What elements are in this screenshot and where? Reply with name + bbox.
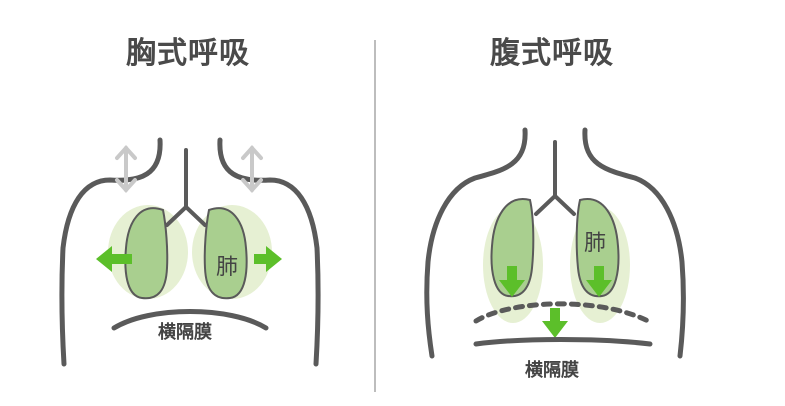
arrow-down-green-icon xyxy=(499,266,525,297)
left-lung xyxy=(490,198,535,298)
arrow-down-green-icon xyxy=(542,308,568,338)
diaphragm-left-panel xyxy=(111,309,269,331)
abdominal-breathing-panel: 肺 横隔膜 xyxy=(424,127,686,381)
lung-label-right-panel: 肺 xyxy=(584,231,606,256)
abdominal-breathing-title: 腹式呼吸 xyxy=(490,36,614,71)
diaphragm-dashed xyxy=(473,301,653,325)
arrow-down-green-icon xyxy=(586,266,612,297)
diaphragm-label-right-panel: 横隔膜 xyxy=(525,359,579,381)
arrow-left-green-icon xyxy=(96,246,132,272)
chest-breathing-title: 胸式呼吸 xyxy=(126,36,250,71)
right-lung xyxy=(203,207,248,300)
right-lung xyxy=(575,198,620,298)
torso-outline-left xyxy=(59,137,163,367)
arrow-up-down-gray-icon xyxy=(115,145,137,193)
arrow-right-green-icon xyxy=(254,246,282,272)
diaphragm-right-panel xyxy=(473,337,653,347)
lung-label-left-panel: 肺 xyxy=(216,255,238,280)
diaphragm-label-left-panel: 横隔膜 xyxy=(158,321,212,343)
trachea xyxy=(534,140,576,216)
torso-outline-right xyxy=(217,137,321,367)
left-lung xyxy=(124,207,169,300)
arrow-up-down-gray-icon xyxy=(241,145,263,193)
torso-outline-right xyxy=(582,127,686,359)
chest-breathing-panel: 肺 横隔膜 xyxy=(59,137,321,367)
trachea xyxy=(165,148,207,227)
torso-outline-left xyxy=(424,127,528,359)
